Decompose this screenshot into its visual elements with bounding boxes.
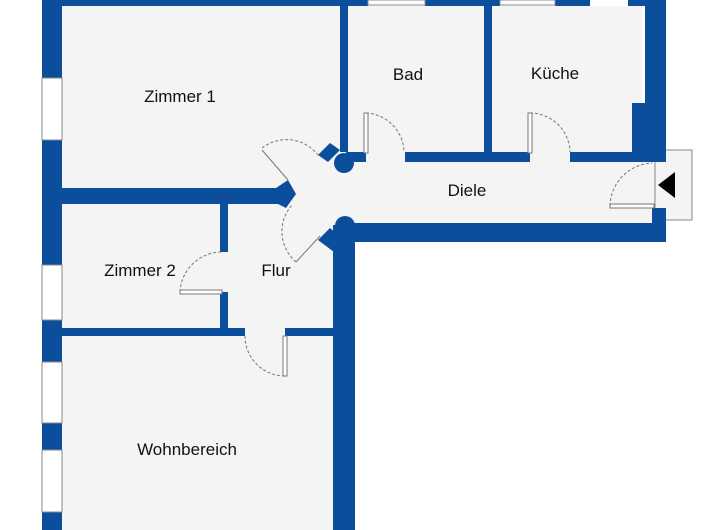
room-label-zimmer-1: Zimmer 1 bbox=[144, 87, 216, 106]
room-label-flur: Flur bbox=[261, 261, 291, 280]
entrance-arrow-icon bbox=[658, 172, 675, 198]
windows bbox=[41, 0, 556, 513]
room-label-diele: Diele bbox=[447, 181, 487, 200]
room-label-zimmer-2: Zimmer 2 bbox=[104, 261, 176, 280]
room-label-kueche: Küche bbox=[530, 64, 580, 83]
floors bbox=[62, 6, 660, 530]
doors bbox=[179, 112, 655, 377]
room-label-wohnbereich: Wohnbereich bbox=[137, 440, 237, 459]
walls bbox=[42, 0, 666, 530]
room-label-bad: Bad bbox=[392, 65, 424, 84]
